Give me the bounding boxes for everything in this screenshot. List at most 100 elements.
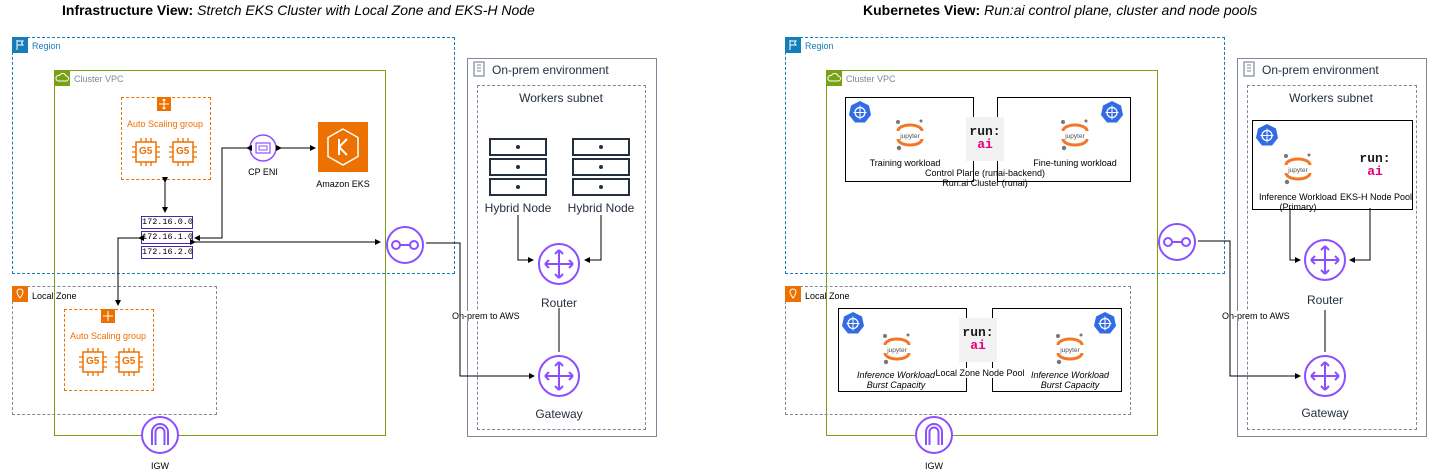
left-vpc-box [54, 70, 386, 436]
right-vpc-cloud-icon [826, 70, 842, 86]
right-onprem-label: On-prem environment [1262, 63, 1379, 77]
inference-primary-label-1: Inference Workload [1259, 192, 1337, 202]
cp-eni-label: CP ENI [248, 167, 278, 177]
right-local-zone-box [785, 286, 1131, 415]
lz-inference-right-label-1: Inference Workload [1030, 370, 1110, 380]
svg-text:jupyter: jupyter [886, 347, 907, 354]
right-title-italic: Run:ai control plane, cluster and node p… [984, 2, 1258, 18]
runai-logo-ehsh: run: ai [1356, 148, 1394, 184]
right-router-icon [1303, 238, 1347, 287]
training-workload-label: Training workload [869, 158, 941, 168]
left-region-label: Region [32, 41, 61, 51]
control-plane-label-1: Control Plane (runai-backend) [924, 168, 1046, 178]
left-title-italic: Stretch EKS Cluster with Local Zone and … [197, 2, 535, 18]
left-vpn-icon [385, 225, 425, 270]
finetuning-workload-label: Fine-tuning workload [1033, 158, 1117, 168]
left-gateway-icon [537, 354, 581, 403]
svg-text:jupyter: jupyter [1287, 167, 1308, 174]
left-hybrid-node-icon-2 [571, 137, 631, 202]
jupyter-logo-primary: jupyter [1281, 152, 1315, 191]
cp-eni-icon [248, 133, 278, 168]
k8s-icon-ehsh [1255, 123, 1279, 152]
left-onprem-label: On-prem environment [492, 63, 609, 77]
left-lz-g5-label-2: G5 [122, 356, 136, 367]
left-vpc-label: Cluster VPC [74, 74, 124, 84]
right-onprem-to-aws-label: On-prem to AWS [1222, 311, 1290, 321]
left-router-label: Router [540, 296, 578, 310]
right-router-label: Router [1306, 293, 1344, 307]
lz-inference-left-label-2: Burst Capacity [866, 380, 926, 390]
left-lz-g5-label: G5 [86, 356, 100, 367]
right-igw-label: IGW [925, 461, 943, 471]
right-title-bold: Kubernetes View: [863, 2, 981, 18]
left-asg-icon [157, 97, 171, 111]
amazon-eks-icon [318, 122, 368, 172]
right-gateway-icon [1303, 354, 1347, 403]
runai-lz-text-1: run: [962, 325, 994, 340]
right-vpc-label: Cluster VPC [846, 74, 896, 84]
k8s-icon-finetuning [1100, 100, 1124, 129]
left-region-box [12, 37, 455, 274]
left-title: Infrastructure View: Stretch EKS Cluster… [62, 2, 535, 18]
left-onprem-building-icon [470, 60, 488, 83]
left-lz-g5-chip-icon [78, 347, 108, 382]
runai-text-2: ai [977, 137, 993, 152]
left-igw-label: IGW [151, 461, 169, 471]
left-lz-g5-chip-icon-2 [114, 347, 144, 382]
right-workers-subnet-label: Workers subnet [1289, 91, 1373, 105]
lz-node-pool-label: Local Zone Node Pool [935, 368, 1025, 378]
control-plane-label-2: Run:ai Cluster (runai) [942, 178, 1028, 188]
left-hybrid-node-label-2: Hybrid Node [567, 201, 635, 215]
right-igw-icon [914, 415, 954, 460]
right-region-box [785, 37, 1225, 274]
k8s-icon-lz-right [1093, 311, 1117, 340]
left-workers-subnet-label: Workers subnet [519, 91, 603, 105]
jupyter-logo-lz-left: jupyter [880, 332, 914, 371]
amazon-eks-label: Amazon EKS [316, 179, 370, 189]
left-region-flag-icon [12, 37, 28, 53]
svg-text:jupyter: jupyter [899, 133, 920, 140]
right-region-label: Region [805, 41, 834, 51]
ehsh-node-pool-label: EKS-H Node Pool [1339, 192, 1413, 202]
left-gateway-label: Gateway [535, 407, 583, 421]
left-lz-asg-label: Auto Scaling group [69, 331, 147, 341]
left-lz-asg-icon [101, 309, 115, 323]
left-router-icon [537, 242, 581, 291]
runai-lz-text-2: ai [970, 338, 986, 353]
left-g5-chip-icon [131, 137, 161, 172]
right-region-flag-icon [785, 37, 801, 53]
left-hybrid-node-label-1: Hybrid Node [484, 201, 552, 215]
k8s-icon-lz-left [841, 311, 865, 340]
left-g5-label: G5 [139, 146, 153, 157]
right-onprem-building-icon [1240, 60, 1258, 83]
left-local-zone-box [12, 286, 217, 415]
left-hybrid-node-icon-1 [488, 137, 548, 202]
svg-text:jupyter: jupyter [1064, 133, 1085, 140]
right-local-zone-icon [785, 286, 801, 302]
jupyter-logo-finetuning: jupyter [1058, 118, 1092, 157]
left-onprem-to-aws-label: On-prem to AWS [452, 311, 520, 321]
svg-text:jupyter: jupyter [1059, 347, 1080, 354]
lz-inference-right-label-2: Burst Capacity [1040, 380, 1100, 390]
runai-logo-lz: run: ai [959, 318, 997, 362]
lz-inference-left-label-1: Inference Workload [856, 370, 936, 380]
right-vpn-icon [1157, 222, 1197, 267]
inference-primary-label-2: (Primary) [1279, 202, 1317, 212]
subnet-1: 172.16.0.0 [141, 216, 194, 229]
left-vpc-cloud-icon [54, 70, 70, 86]
jupyter-logo-training: jupyter [893, 118, 927, 157]
subnet-3: 172.16.2.0 [141, 246, 194, 259]
left-asg-label: Auto Scaling group [126, 119, 204, 129]
left-local-zone-icon [12, 286, 28, 302]
left-title-bold: Infrastructure View: [62, 2, 194, 18]
runai-text-1: run: [969, 124, 1001, 139]
runai-logo-control-plane: run: ai [966, 117, 1004, 161]
left-local-zone-label: Local Zone [32, 291, 77, 301]
runai-ehsh-text-1: run: [1359, 151, 1391, 166]
left-g5-label-2: G5 [176, 146, 190, 157]
runai-ehsh-text-2: ai [1367, 164, 1383, 179]
left-igw-icon [140, 415, 180, 460]
ehsh-node-box [1252, 120, 1413, 210]
right-vpc-box [826, 70, 1158, 436]
right-local-zone-label: Local Zone [805, 291, 850, 301]
